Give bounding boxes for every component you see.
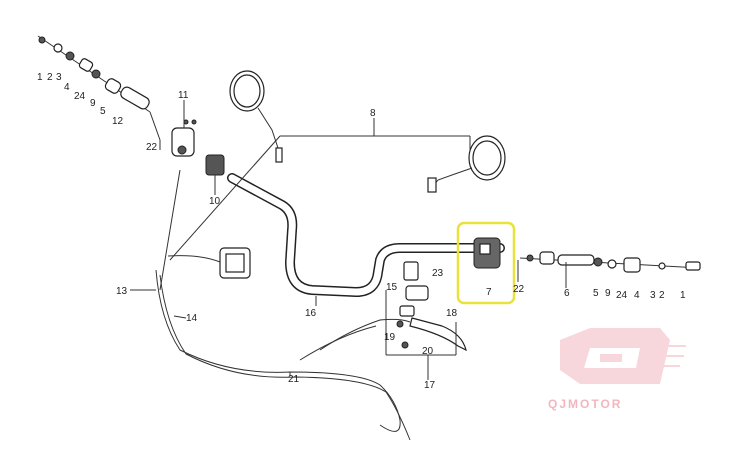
left-mirror bbox=[229, 70, 283, 163]
part-labels: 1 2 3 4 24 9 5 12 22 11 10 8 13 14 16 15… bbox=[37, 72, 686, 391]
label-23: 23 bbox=[432, 268, 444, 279]
label-1-left: 1 bbox=[37, 72, 43, 83]
left-switch-assembly bbox=[171, 119, 197, 157]
right-mirror bbox=[427, 135, 506, 193]
label-9-left: 9 bbox=[90, 98, 96, 109]
label-18: 18 bbox=[446, 308, 458, 319]
label-4-right: 4 bbox=[634, 290, 640, 301]
label-22-right: 22 bbox=[513, 284, 525, 295]
label-2-right: 2 bbox=[659, 290, 665, 301]
label-3-left: 3 bbox=[56, 72, 62, 83]
label-7: 7 bbox=[486, 287, 492, 298]
label-14: 14 bbox=[186, 313, 198, 324]
label-11: 11 bbox=[178, 90, 189, 101]
label-19: 19 bbox=[384, 332, 396, 343]
label-5-left: 5 bbox=[100, 106, 106, 117]
label-4-left: 4 bbox=[64, 82, 70, 93]
label-24-right: 24 bbox=[616, 290, 628, 301]
handlebar bbox=[227, 173, 505, 298]
label-2-left: 2 bbox=[47, 72, 53, 83]
label-5-right: 5 bbox=[593, 288, 599, 299]
right-lever-assembly bbox=[396, 261, 467, 352]
label-21: 21 bbox=[288, 374, 300, 385]
label-3-right: 3 bbox=[650, 290, 656, 301]
label-15: 15 bbox=[386, 282, 398, 293]
label-22-left: 22 bbox=[146, 142, 158, 153]
bracket-8-lines bbox=[159, 135, 471, 291]
right-grip-assembly bbox=[519, 251, 701, 273]
label-17: 17 bbox=[424, 380, 436, 391]
label-13: 13 bbox=[116, 286, 128, 297]
leader-lines bbox=[130, 100, 567, 380]
label-20: 20 bbox=[422, 346, 434, 357]
label-16: 16 bbox=[305, 308, 317, 319]
label-8: 8 bbox=[370, 108, 376, 119]
label-24-left: 24 bbox=[74, 91, 86, 102]
label-10: 10 bbox=[209, 196, 221, 207]
part-10-block bbox=[205, 154, 225, 195]
label-6: 6 bbox=[564, 288, 570, 299]
cables bbox=[155, 269, 411, 441]
qjmotor-logo bbox=[560, 328, 686, 384]
throttle-housing-left bbox=[167, 247, 251, 279]
left-grip-assembly bbox=[37, 35, 161, 141]
label-12-left: 12 bbox=[112, 116, 124, 127]
brand-text: QJMOTOR bbox=[548, 397, 622, 411]
label-1-right: 1 bbox=[680, 290, 686, 301]
right-switch-assembly bbox=[473, 237, 501, 269]
highlight-box bbox=[456, 221, 516, 305]
label-9-right: 9 bbox=[605, 288, 611, 299]
